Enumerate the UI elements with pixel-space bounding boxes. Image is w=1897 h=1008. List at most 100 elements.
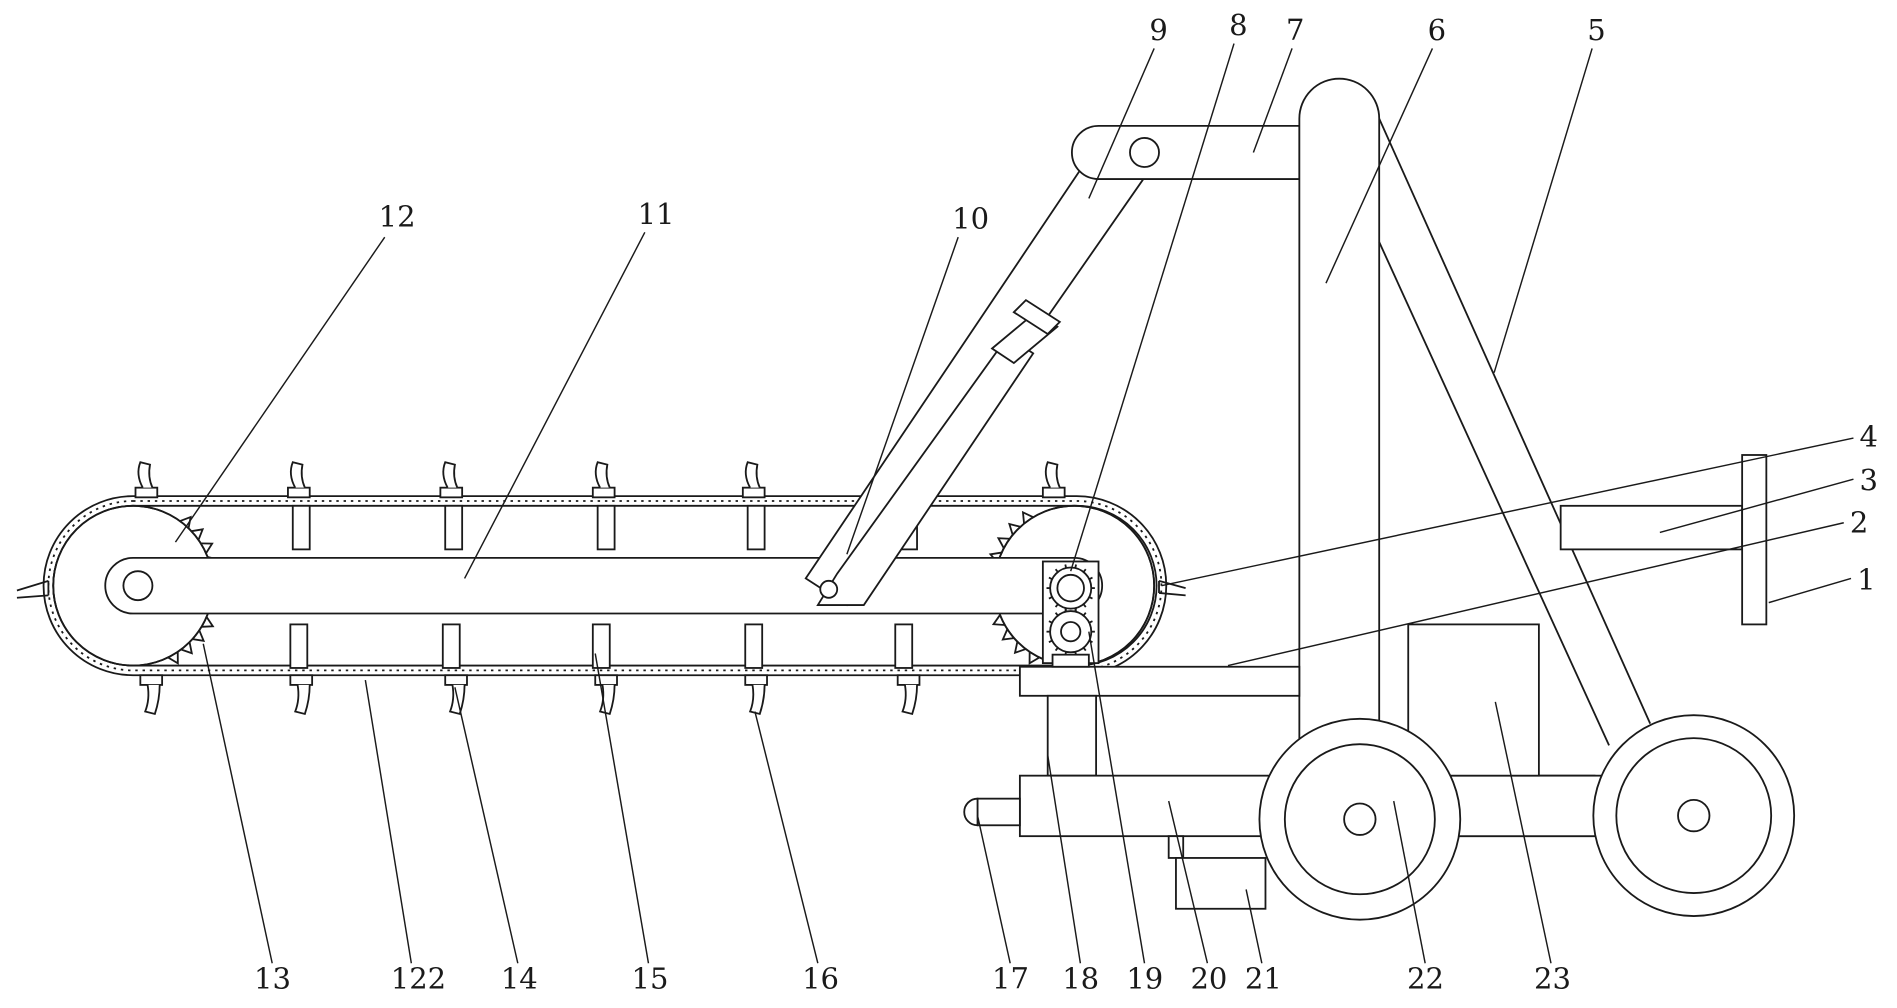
gear-tooth (1048, 620, 1053, 624)
spacer-block (591, 623, 611, 669)
leader-line (1494, 701, 1552, 964)
cutter-base (289, 674, 314, 686)
cutter-tooth (137, 461, 154, 489)
end-cutters (16, 579, 1186, 599)
gear-tooth (1088, 596, 1093, 600)
gear-tooth (1048, 596, 1053, 600)
spacer-block (746, 504, 766, 551)
leader-line (1088, 48, 1155, 199)
callout-22: 22 (1407, 962, 1444, 996)
cutter-base (139, 674, 164, 686)
sprocket-tooth (1013, 641, 1027, 655)
callout-6: 6 (1428, 13, 1446, 47)
callout-18: 18 (1062, 962, 1099, 996)
cutter-tooth (594, 461, 611, 489)
chassis-beam-rear (1448, 774, 1608, 838)
gear-tooth (1054, 603, 1059, 608)
cutter-base (444, 674, 468, 686)
sprocket-tooth (167, 651, 179, 665)
upper-arm (1070, 124, 1301, 180)
gear-tooth (1048, 639, 1053, 643)
leader-line (1046, 754, 1082, 964)
motor (1167, 835, 1267, 910)
gear-tooth (1074, 564, 1077, 569)
cutter-base (439, 486, 464, 499)
spacer-block (289, 623, 309, 669)
rear-wheel (1592, 714, 1796, 917)
upper-pivot (1129, 137, 1160, 168)
sprocket-tooth (1021, 510, 1034, 524)
gear-tooth (1088, 576, 1093, 580)
leader-line (1252, 48, 1293, 153)
gear-tooth (1082, 647, 1087, 652)
spacer-block (291, 504, 311, 551)
spacer-block (444, 504, 464, 551)
leader-line (202, 643, 273, 964)
callout-122: 122 (391, 962, 446, 996)
gear-tooth (1054, 568, 1059, 573)
gear-tooth (1064, 564, 1068, 569)
leader-line (1768, 577, 1852, 604)
callout-4: 4 (1859, 420, 1877, 454)
cutter-tooth (1044, 461, 1061, 489)
sprocket-tooth (191, 528, 205, 541)
main-column (1298, 77, 1381, 752)
sprocket-tooth (1028, 651, 1040, 665)
callout-23: 23 (1534, 962, 1571, 996)
leader-line (754, 711, 819, 964)
sprocket-tooth (200, 542, 214, 554)
cutter-tooth (293, 684, 311, 716)
chain-boom (16, 461, 1186, 716)
support-post (1046, 694, 1098, 777)
callout-7: 7 (1286, 13, 1304, 47)
cutter-tooth (598, 684, 616, 716)
callout-16: 16 (802, 962, 839, 996)
leader-line (1393, 800, 1426, 964)
callout-labels: 1 2 3 4 5 6 7 8 9 10 11 12 13 122 14 15 … (254, 8, 1878, 996)
sprocket-tooth (180, 641, 194, 655)
callout-1: 1 (1857, 562, 1875, 596)
leader-line (1493, 48, 1593, 373)
leader-line (1167, 800, 1209, 964)
gear-tooth (1064, 607, 1068, 612)
leader-line (174, 236, 386, 543)
leader-line (364, 679, 413, 964)
leader-line (454, 687, 519, 964)
boom-arm (104, 556, 1104, 615)
leader-line (463, 232, 646, 579)
cutter-base (1041, 486, 1066, 499)
callout-10: 10 (952, 202, 989, 236)
spacer-block (744, 623, 764, 669)
cutter-base (287, 486, 311, 499)
left-pivot (122, 570, 154, 602)
cutter-base (134, 486, 159, 499)
cutter-base (741, 486, 766, 499)
callout-12: 12 (379, 199, 416, 233)
leader-line (846, 236, 959, 555)
cutter-tooth (442, 461, 459, 489)
cutter-tooth (901, 684, 918, 716)
sprocket-tooth (996, 537, 1010, 549)
callout-13: 13 (254, 962, 291, 996)
spacer-block (441, 623, 461, 669)
leader-line (1325, 48, 1434, 284)
leader-line (594, 653, 650, 964)
gear-tooth (1088, 620, 1093, 624)
leader-line (1161, 437, 1854, 587)
gear-tooth (1048, 576, 1053, 580)
sprocket-tooth (201, 616, 215, 628)
chain-hatch (47, 500, 1163, 672)
spacer-block (894, 623, 914, 669)
callout-11: 11 (638, 197, 675, 231)
callout-9: 9 (1149, 13, 1167, 47)
hydraulic-cylinder (804, 141, 1154, 607)
diagonal-brace (1378, 118, 1652, 746)
cutter-tooth (748, 684, 766, 716)
leader-line (1659, 478, 1854, 534)
callout-17: 17 (992, 962, 1029, 996)
sprocket-tooth (991, 614, 1005, 626)
end-plate (1741, 454, 1768, 626)
cutter-base (744, 674, 768, 686)
front-wheel (1258, 717, 1462, 921)
